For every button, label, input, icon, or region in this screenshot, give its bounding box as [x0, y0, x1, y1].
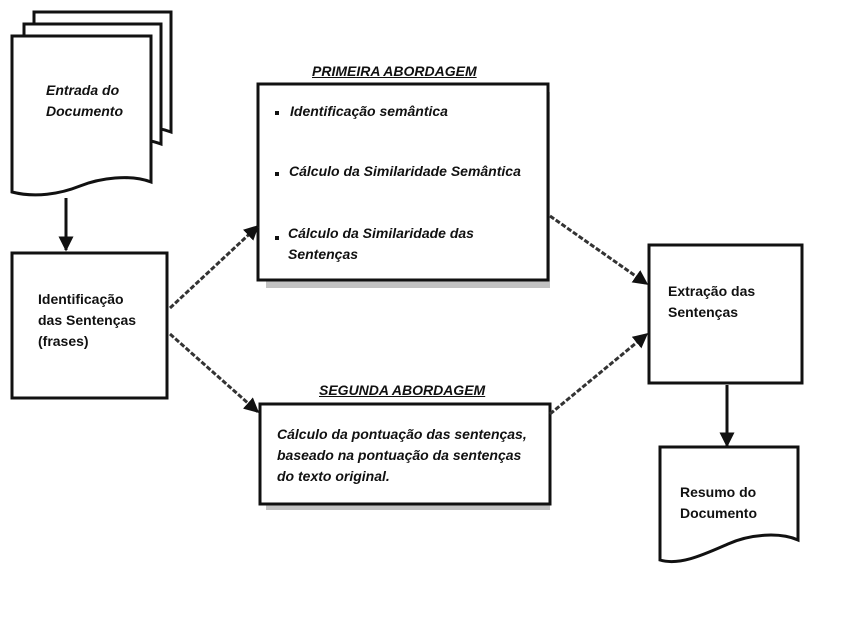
first-approach-item-3-line1: Cálculo da Similaridade das [288, 225, 474, 241]
identification-line2: das Sentenças [38, 312, 137, 328]
arrow-second-to-extraction [549, 332, 649, 416]
identification-line3: (frases) [38, 333, 89, 349]
first-approach-title: PRIMEIRA ABORDAGEM [312, 63, 477, 79]
extraction-box [647, 243, 804, 385]
second-approach-box [258, 402, 552, 510]
extraction-line1: Extração das [668, 283, 756, 299]
bullet-icon [275, 111, 279, 115]
input-document-label: Entrada do Documento [46, 80, 123, 122]
identification-label: Identificação das Sentenças (frases) [38, 289, 136, 352]
second-approach-line1: Cálculo da pontuação das sentenças, [277, 426, 527, 442]
first-approach-item-3: Cálculo da Similaridade das Sentenças [288, 223, 474, 265]
summary-line2: Documento [680, 505, 757, 521]
second-approach-line3: do texto original. [277, 468, 390, 484]
second-approach-text: Cálculo da pontuação das sentenças, base… [277, 424, 527, 487]
bullet-icon [275, 236, 279, 240]
extraction-label: Extração das Sentenças [668, 281, 755, 323]
first-approach-item-3-line2: Sentenças [288, 246, 359, 262]
input-label-line2: Documento [46, 103, 123, 119]
input-document-stack [10, 10, 173, 197]
second-approach-title: SEGUNDA ABORDAGEM [319, 382, 486, 398]
first-approach-item-1: Identificação semântica [290, 103, 448, 119]
first-approach-box [256, 82, 550, 288]
extraction-line2: Sentenças [668, 304, 739, 320]
arrow-first-to-extraction [549, 214, 649, 286]
identification-box [10, 251, 169, 400]
summary-line1: Resumo do [680, 484, 757, 500]
summary-document-shape [658, 445, 800, 564]
arrow-identification-to-second [169, 332, 260, 414]
summary-label: Resumo do Documento [680, 482, 757, 524]
input-label-line1: Entrada do [46, 82, 120, 98]
first-approach-item-2: Cálculo da Similaridade Semântica [289, 163, 521, 179]
arrow-identification-to-first [168, 224, 260, 310]
second-approach-line2: baseado na pontuação da sentenças [277, 447, 522, 463]
bullet-icon [275, 172, 279, 176]
identification-line1: Identificação [38, 291, 124, 307]
